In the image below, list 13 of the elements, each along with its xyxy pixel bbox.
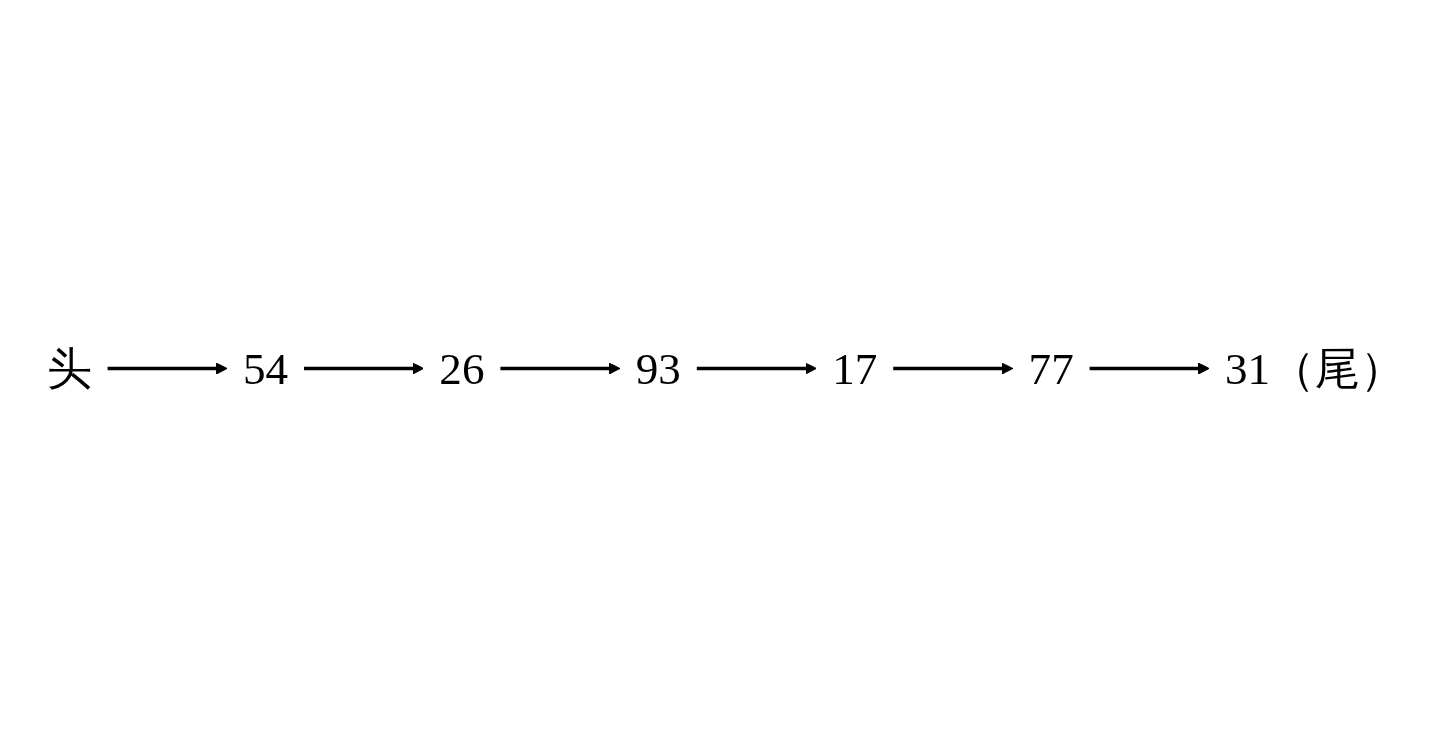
node-text: 头: [46, 343, 92, 394]
arrow: [107, 362, 228, 375]
node-text: 93: [635, 343, 681, 394]
arrow: [893, 362, 1014, 375]
node-text: 77: [1028, 343, 1074, 394]
arrow: [696, 362, 817, 375]
arrow: [1089, 362, 1210, 375]
node-text: 26: [439, 343, 485, 394]
node-text: 31（尾）: [1224, 343, 1406, 394]
node-text: 17: [832, 343, 878, 394]
node-text: 54: [242, 343, 289, 394]
arrow: [304, 362, 424, 375]
arrow: [500, 362, 621, 375]
